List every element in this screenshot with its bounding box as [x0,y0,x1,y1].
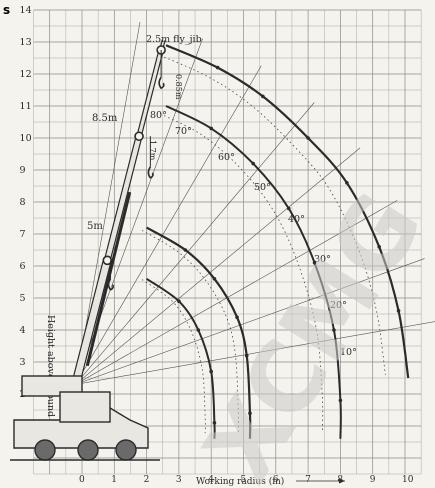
x-tick-label: 5 [241,475,247,485]
x-tick-label: 7 [305,475,311,485]
y-tick-label: 14 [20,5,32,16]
x-tick-label: 9 [370,475,376,485]
boom-label-base: 5m [87,221,103,232]
range-point [209,126,213,131]
range-point [312,261,317,265]
y-tick-label: 12 [20,69,32,80]
y-tick-label: 7 [20,229,26,240]
y-tick-label: 11 [20,101,32,112]
range-point [209,369,213,374]
range-point [183,248,188,252]
range-point [212,421,217,425]
y-tick-label: 8 [20,197,26,208]
angle-label: 70° [175,126,192,137]
chart-labels: 2.5m fly_jib 8.5m 5m 0.85m 1.7m 80° 70° 60° 50° 4… [87,34,357,358]
truck-wheel [115,439,137,461]
truck-counterweight [21,375,83,397]
angle-ray [75,321,435,385]
range-point [338,398,343,403]
range-point [332,328,336,332]
hook-icon [158,76,165,90]
truck-turntable [59,391,111,423]
boom-angle-rays [75,21,435,385]
crane-boom [71,39,166,386]
range-point [235,315,239,320]
range-curve [165,105,342,439]
range-point [306,136,310,140]
x-tick-label: 3 [176,475,182,485]
x-tick-label: 4 [208,475,214,485]
angle-ray [75,200,398,385]
x-tick-label: 1 [111,475,117,485]
boom-label-mid: 8.5m [92,113,118,124]
boom-section-fill [161,39,165,47]
angle-ray [75,65,262,385]
x-tick-label: 10 [402,475,414,485]
watermark-text: XCMG [183,173,435,488]
y-tick-label: 5 [20,293,26,304]
hook-icon [147,166,154,179]
range-point [212,277,217,281]
range-point [345,181,349,185]
angle-label: 30° [314,254,331,265]
crane-truck-icon [10,375,160,461]
y-tick-label: 4 [20,325,26,336]
y-tick-label: 3 [20,357,26,368]
range-point [251,161,255,166]
truck-wheel [34,439,56,461]
x-tick-label: 2 [144,475,150,485]
boom-section-fill [137,45,164,137]
y-tick-label: 6 [20,261,26,272]
range-point [177,299,181,304]
angle-label: 20° [330,300,347,311]
corner-text: s [3,3,11,17]
hydraulic-cylinder [85,191,132,367]
range-point [244,353,249,358]
boom-label-fly-jib: 2.5m fly_jib [146,34,202,45]
range-point [377,245,381,249]
range-point [396,309,401,313]
angle-label: 40° [288,214,305,225]
boom-pulley [102,255,113,266]
angle-ray [75,147,361,385]
hook-drop-label: 0.85m [174,74,183,100]
angle-ray [75,258,425,385]
range-point [286,206,291,211]
angle-label: 50° [254,182,271,193]
angle-ray [75,102,315,385]
angle-ray [75,21,141,385]
x-axis-arrowhead [339,478,345,484]
angle-label: 10° [340,347,357,358]
range-point [215,65,220,70]
boom-pulley [134,131,144,142]
angle-label: 80° [150,110,167,121]
x-tick-label: 0 [79,475,85,485]
range-curve-dotted [159,54,386,375]
x-tick-label: 6 [273,475,279,485]
boom-section-fill [105,135,142,261]
range-point [248,411,252,416]
range-curve [146,277,216,439]
grid [33,9,422,475]
watermark: XCMG [183,173,435,488]
range-point [261,94,265,99]
truck-wheel [77,439,99,461]
range-curve-dotted [141,279,206,434]
range-curve-dotted [141,230,239,434]
y-tick-label: 9 [20,165,26,176]
angle-label: 60° [218,152,235,163]
range-point [196,328,201,332]
hook-icon [107,278,114,291]
hook-drop-label: 1.7m [148,140,157,161]
y-tick-label: 13 [20,37,32,48]
boom-section-fill [72,259,111,386]
x-axis-label: Working radius (m) [196,476,284,487]
y-tick-label: 10 [20,133,32,144]
range-curves [141,44,410,439]
